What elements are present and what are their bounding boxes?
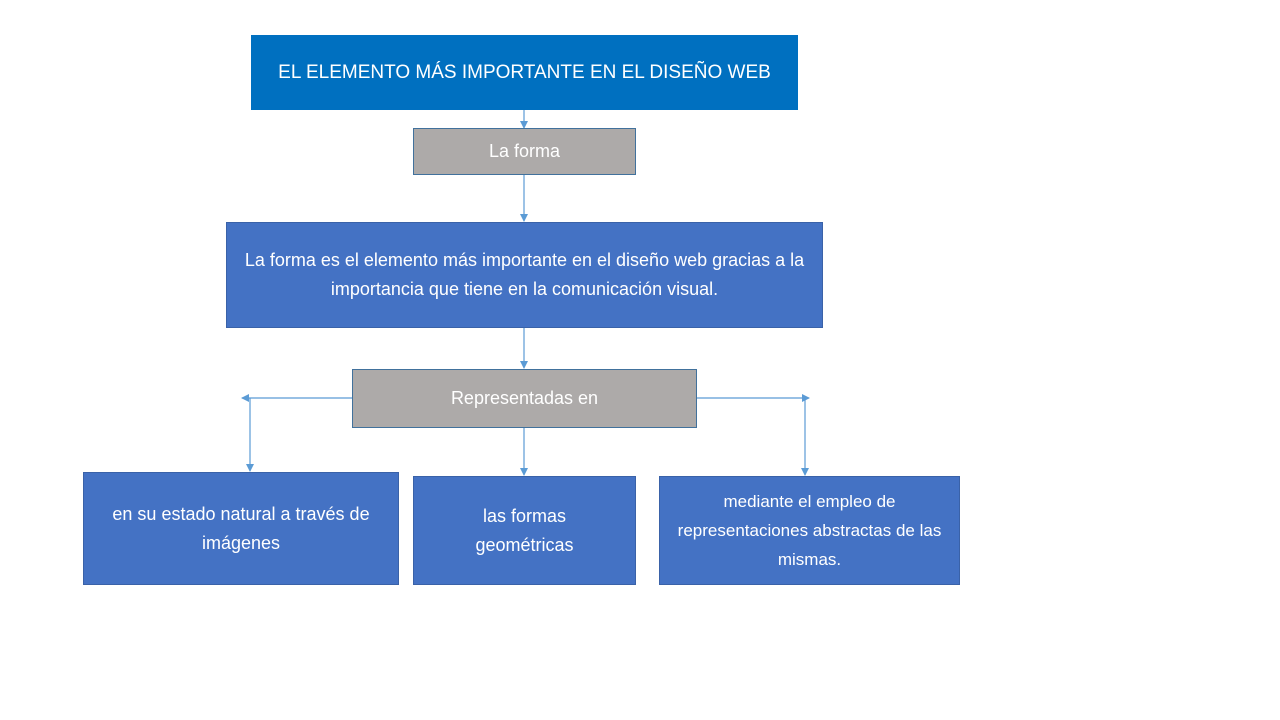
branch-text: las formas geométricas — [475, 505, 574, 555]
representadas-box: Representadas en — [352, 369, 697, 428]
la-forma-text: La forma — [488, 141, 561, 161]
representadas-text: Representadas en — [450, 388, 599, 408]
branch-box-natural: en su estado natural a través de imágene… — [83, 472, 399, 585]
branch-text: mediante el empleo de representaciones a… — [677, 492, 942, 569]
la-forma-box: La forma — [413, 128, 636, 175]
branch-box-geometric: las formas geométricas — [413, 476, 636, 585]
title-box: EL ELEMENTO MÁS IMPORTANTE EN EL DISEÑO … — [251, 35, 798, 110]
description-box: La forma es el elemento más importante e… — [226, 222, 823, 328]
branch-text: en su estado natural a través de imágene… — [112, 503, 370, 553]
title-text: EL ELEMENTO MÁS IMPORTANTE EN EL DISEÑO … — [278, 62, 771, 83]
branch-box-abstract: mediante el empleo de representaciones a… — [659, 476, 960, 585]
description-text: La forma es el elemento más importante e… — [244, 250, 805, 299]
